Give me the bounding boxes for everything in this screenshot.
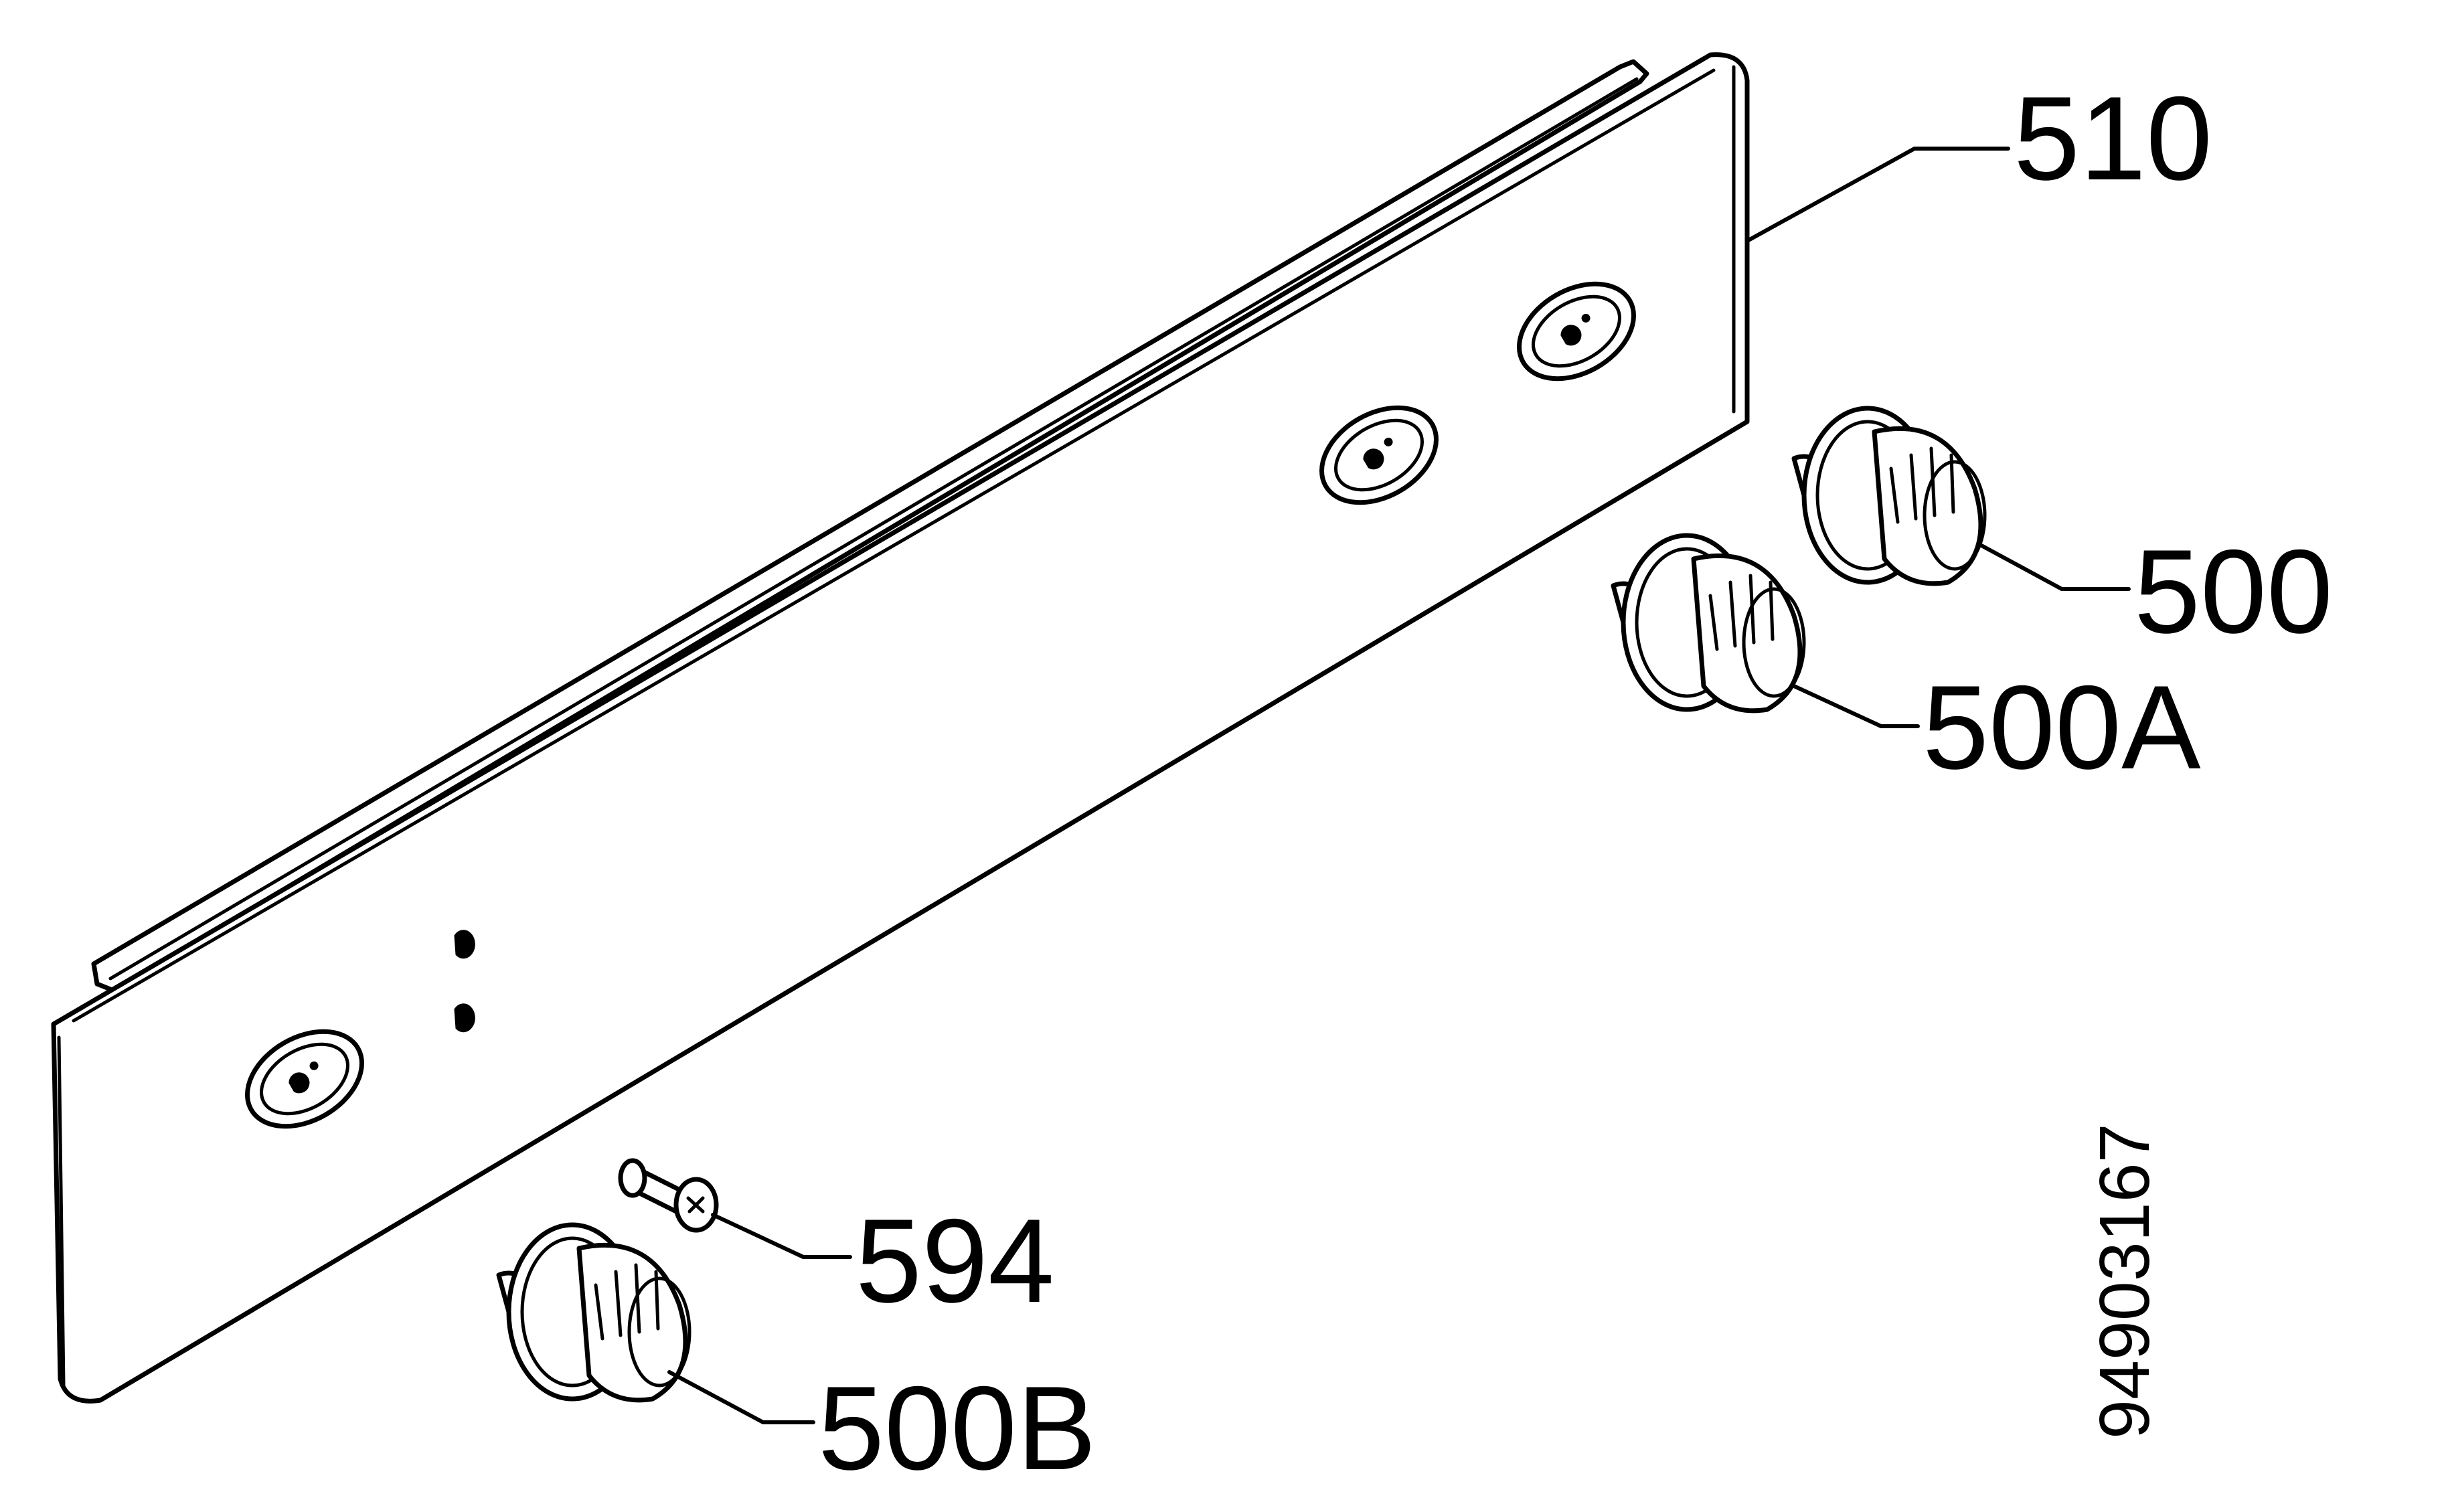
panel-body	[51, 52, 1750, 1404]
leader-594	[711, 1213, 852, 1259]
control-panel-510	[51, 52, 1750, 1404]
label-500B: 500B	[818, 1361, 1096, 1495]
panel-hole-left	[245, 1029, 364, 1129]
leader-500B	[667, 1370, 815, 1424]
leader-500	[1979, 543, 2131, 591]
label-510: 510	[2014, 72, 2212, 205]
panel-small-hole-2	[454, 1003, 475, 1033]
label-594: 594	[855, 1194, 1054, 1327]
knob-500A	[1611, 533, 1806, 713]
leader-500A	[1792, 684, 1920, 728]
panel-hole-center	[1319, 405, 1439, 505]
knob-500B	[496, 1222, 691, 1403]
label-500: 500	[2134, 525, 2333, 658]
leader-lines	[667, 147, 2131, 1424]
panel-hole-right	[1517, 281, 1636, 382]
panel-small-hole-1	[454, 930, 475, 959]
callout-labels: 510 500 500A 594 500B 94903167	[818, 72, 2333, 1495]
leader-510	[1745, 147, 2010, 243]
drawing-number: 94903167	[2085, 1123, 2164, 1439]
screw-594	[618, 1158, 719, 1233]
label-500A: 500A	[1923, 661, 2201, 794]
knob-500	[1791, 406, 1987, 586]
